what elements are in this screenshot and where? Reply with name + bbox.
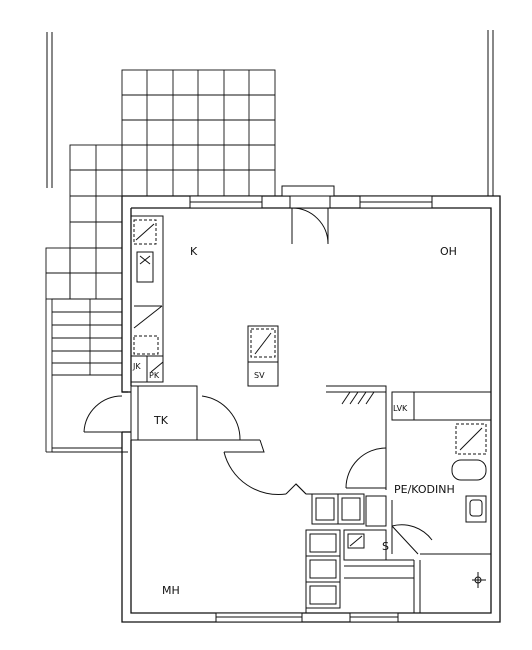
- top-openings: [189, 185, 433, 245]
- fixture-label-freezer: PK: [149, 371, 160, 380]
- entry-hall: [83, 385, 307, 495]
- room-label-laundry-bath: PE/KODINH: [394, 483, 455, 496]
- floor-drain-icon: [472, 572, 486, 588]
- room-label-sauna: S: [382, 540, 389, 553]
- fixture-label-stove: SV: [254, 371, 265, 380]
- kitchen-counters: [130, 215, 164, 383]
- partition-wall: [326, 385, 491, 490]
- sauna: [343, 500, 491, 613]
- room-label-kitchen: K: [190, 245, 198, 258]
- bottom-windows: [215, 612, 399, 623]
- laundry-fixtures: [451, 423, 487, 523]
- terrace-tiles: [45, 69, 276, 300]
- site-boundary-lines: [46, 30, 494, 196]
- bedroom-wall: [295, 483, 312, 495]
- storage-cabinets: [305, 493, 387, 613]
- fixture-label-dishwasher: JK: [132, 362, 141, 371]
- stove-island: [247, 325, 279, 387]
- exterior-walls: [121, 195, 501, 623]
- fixture-label-ventilation: LVK: [393, 404, 408, 413]
- room-label-bedroom: MH: [162, 584, 180, 597]
- room-label-living: OH: [440, 245, 457, 258]
- fixture-labels: SV JK PK LVK: [132, 362, 408, 413]
- room-labels: K OH TK MH PE/KODINH S: [153, 245, 457, 597]
- entrance-steps: [45, 298, 128, 453]
- room-label-entry: TK: [153, 414, 169, 427]
